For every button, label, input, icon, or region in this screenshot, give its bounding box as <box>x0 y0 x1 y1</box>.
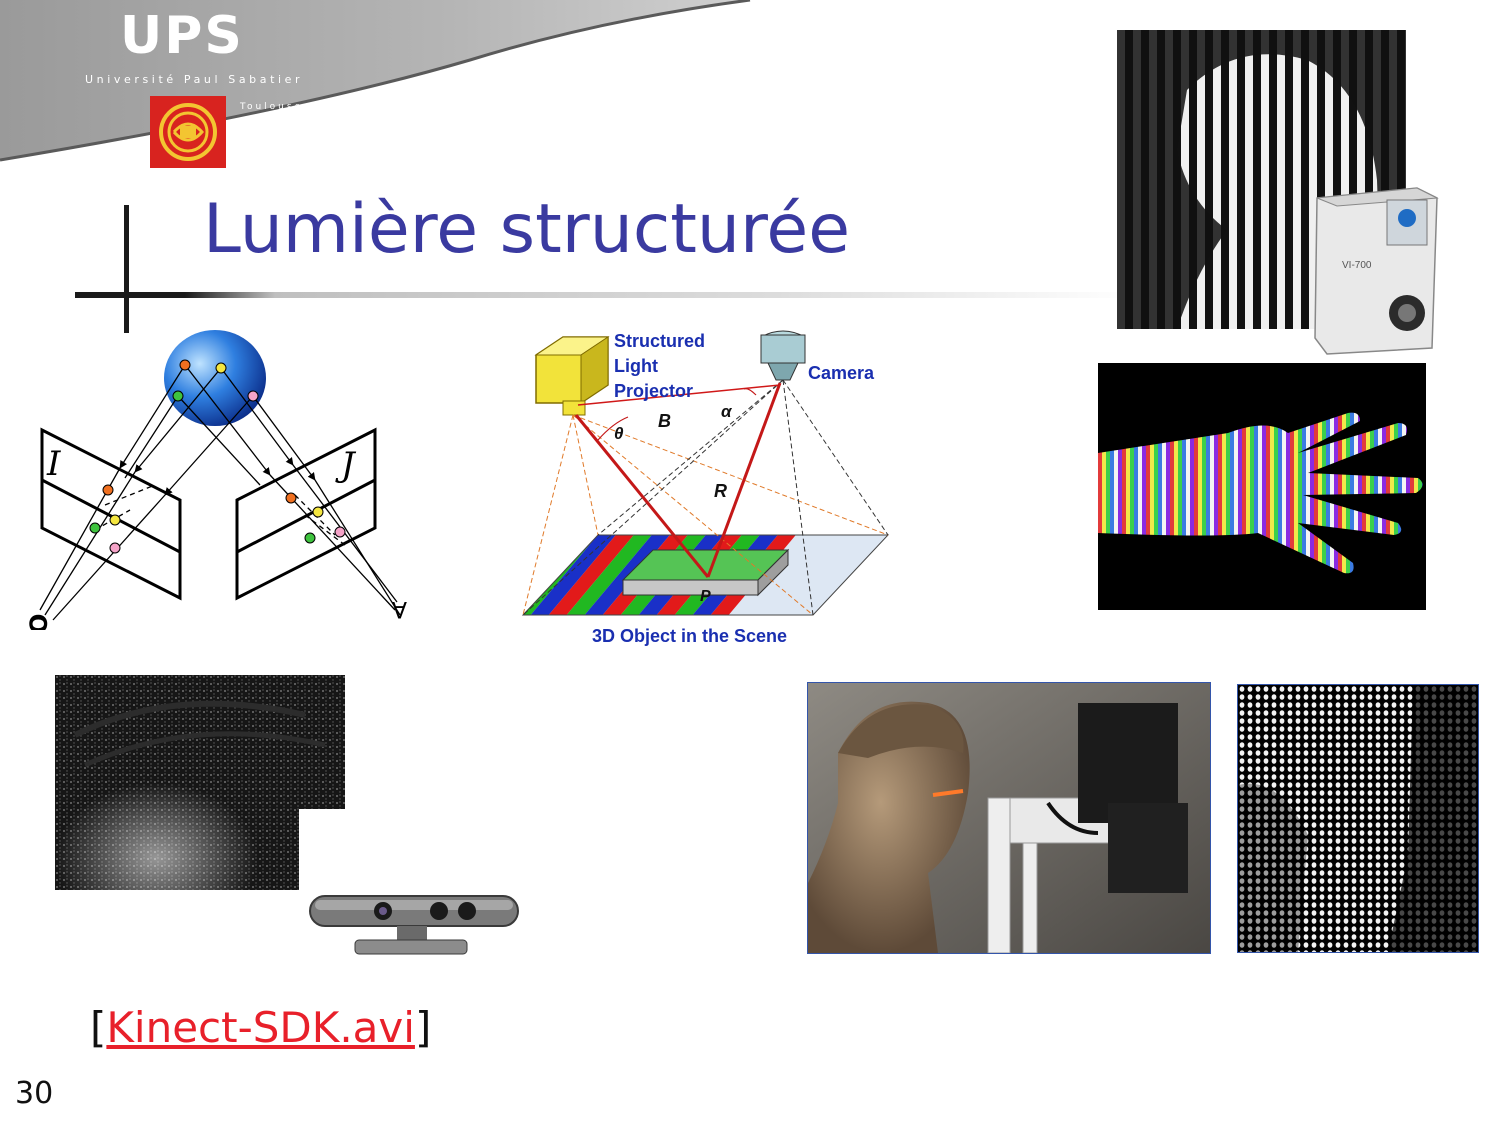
video-link-line: [Kinect-SDK.avi] <box>90 1003 431 1052</box>
projector-label-line2: Light <box>614 356 658 376</box>
point-label: P <box>700 588 711 605</box>
slide-number: 30 <box>15 1076 54 1111</box>
university-name: Université Paul Sabatier <box>85 73 304 86</box>
svg-text:VI-700: VI-700 <box>1342 260 1372 271</box>
baseline-label: B <box>658 411 671 431</box>
projector-label-line1: Structured <box>614 331 705 351</box>
kinect-ir-speckle-photo <box>55 675 345 890</box>
theta-label: θ <box>614 424 624 443</box>
laser-scanner-device-photo: VI-700 <box>1314 187 1439 355</box>
title-underline-rule <box>75 292 1135 298</box>
color-stripe-hand-photo <box>1098 363 1426 610</box>
center-o-label: O <box>25 614 53 630</box>
plane-i-label: I <box>46 444 61 484</box>
range-label: R <box>714 481 727 501</box>
kinect-sdk-video-link[interactable]: Kinect-SDK.avi <box>106 1003 415 1052</box>
title-vertical-rule <box>124 205 129 333</box>
ups-logo-text: UPS <box>120 6 244 66</box>
slide-title: Lumière structurée <box>203 190 851 269</box>
david-statue-laser-scan-photo <box>807 682 1211 954</box>
projector-label-line3: Projector <box>614 381 693 401</box>
stereo-geometry-diagram: I J O A <box>25 330 407 630</box>
camera-label: Camera <box>808 363 875 383</box>
structured-light-diagram: Structured Light Projector Camera B θ α … <box>521 330 890 646</box>
scene-caption: 3D Object in the Scene <box>592 626 787 646</box>
dot-pattern-projection-photo <box>1237 684 1479 953</box>
center-a-label: A <box>392 596 407 621</box>
campus-name: Toulouse 3 <box>240 102 318 112</box>
alpha-label: α <box>721 402 733 421</box>
kinect-sensor-device-photo <box>309 895 519 955</box>
plane-j-label: J <box>335 445 357 485</box>
link-close-bracket: ] <box>414 1003 432 1052</box>
link-open-bracket: [ <box>90 1003 107 1052</box>
university-emblem-icon <box>150 96 226 168</box>
